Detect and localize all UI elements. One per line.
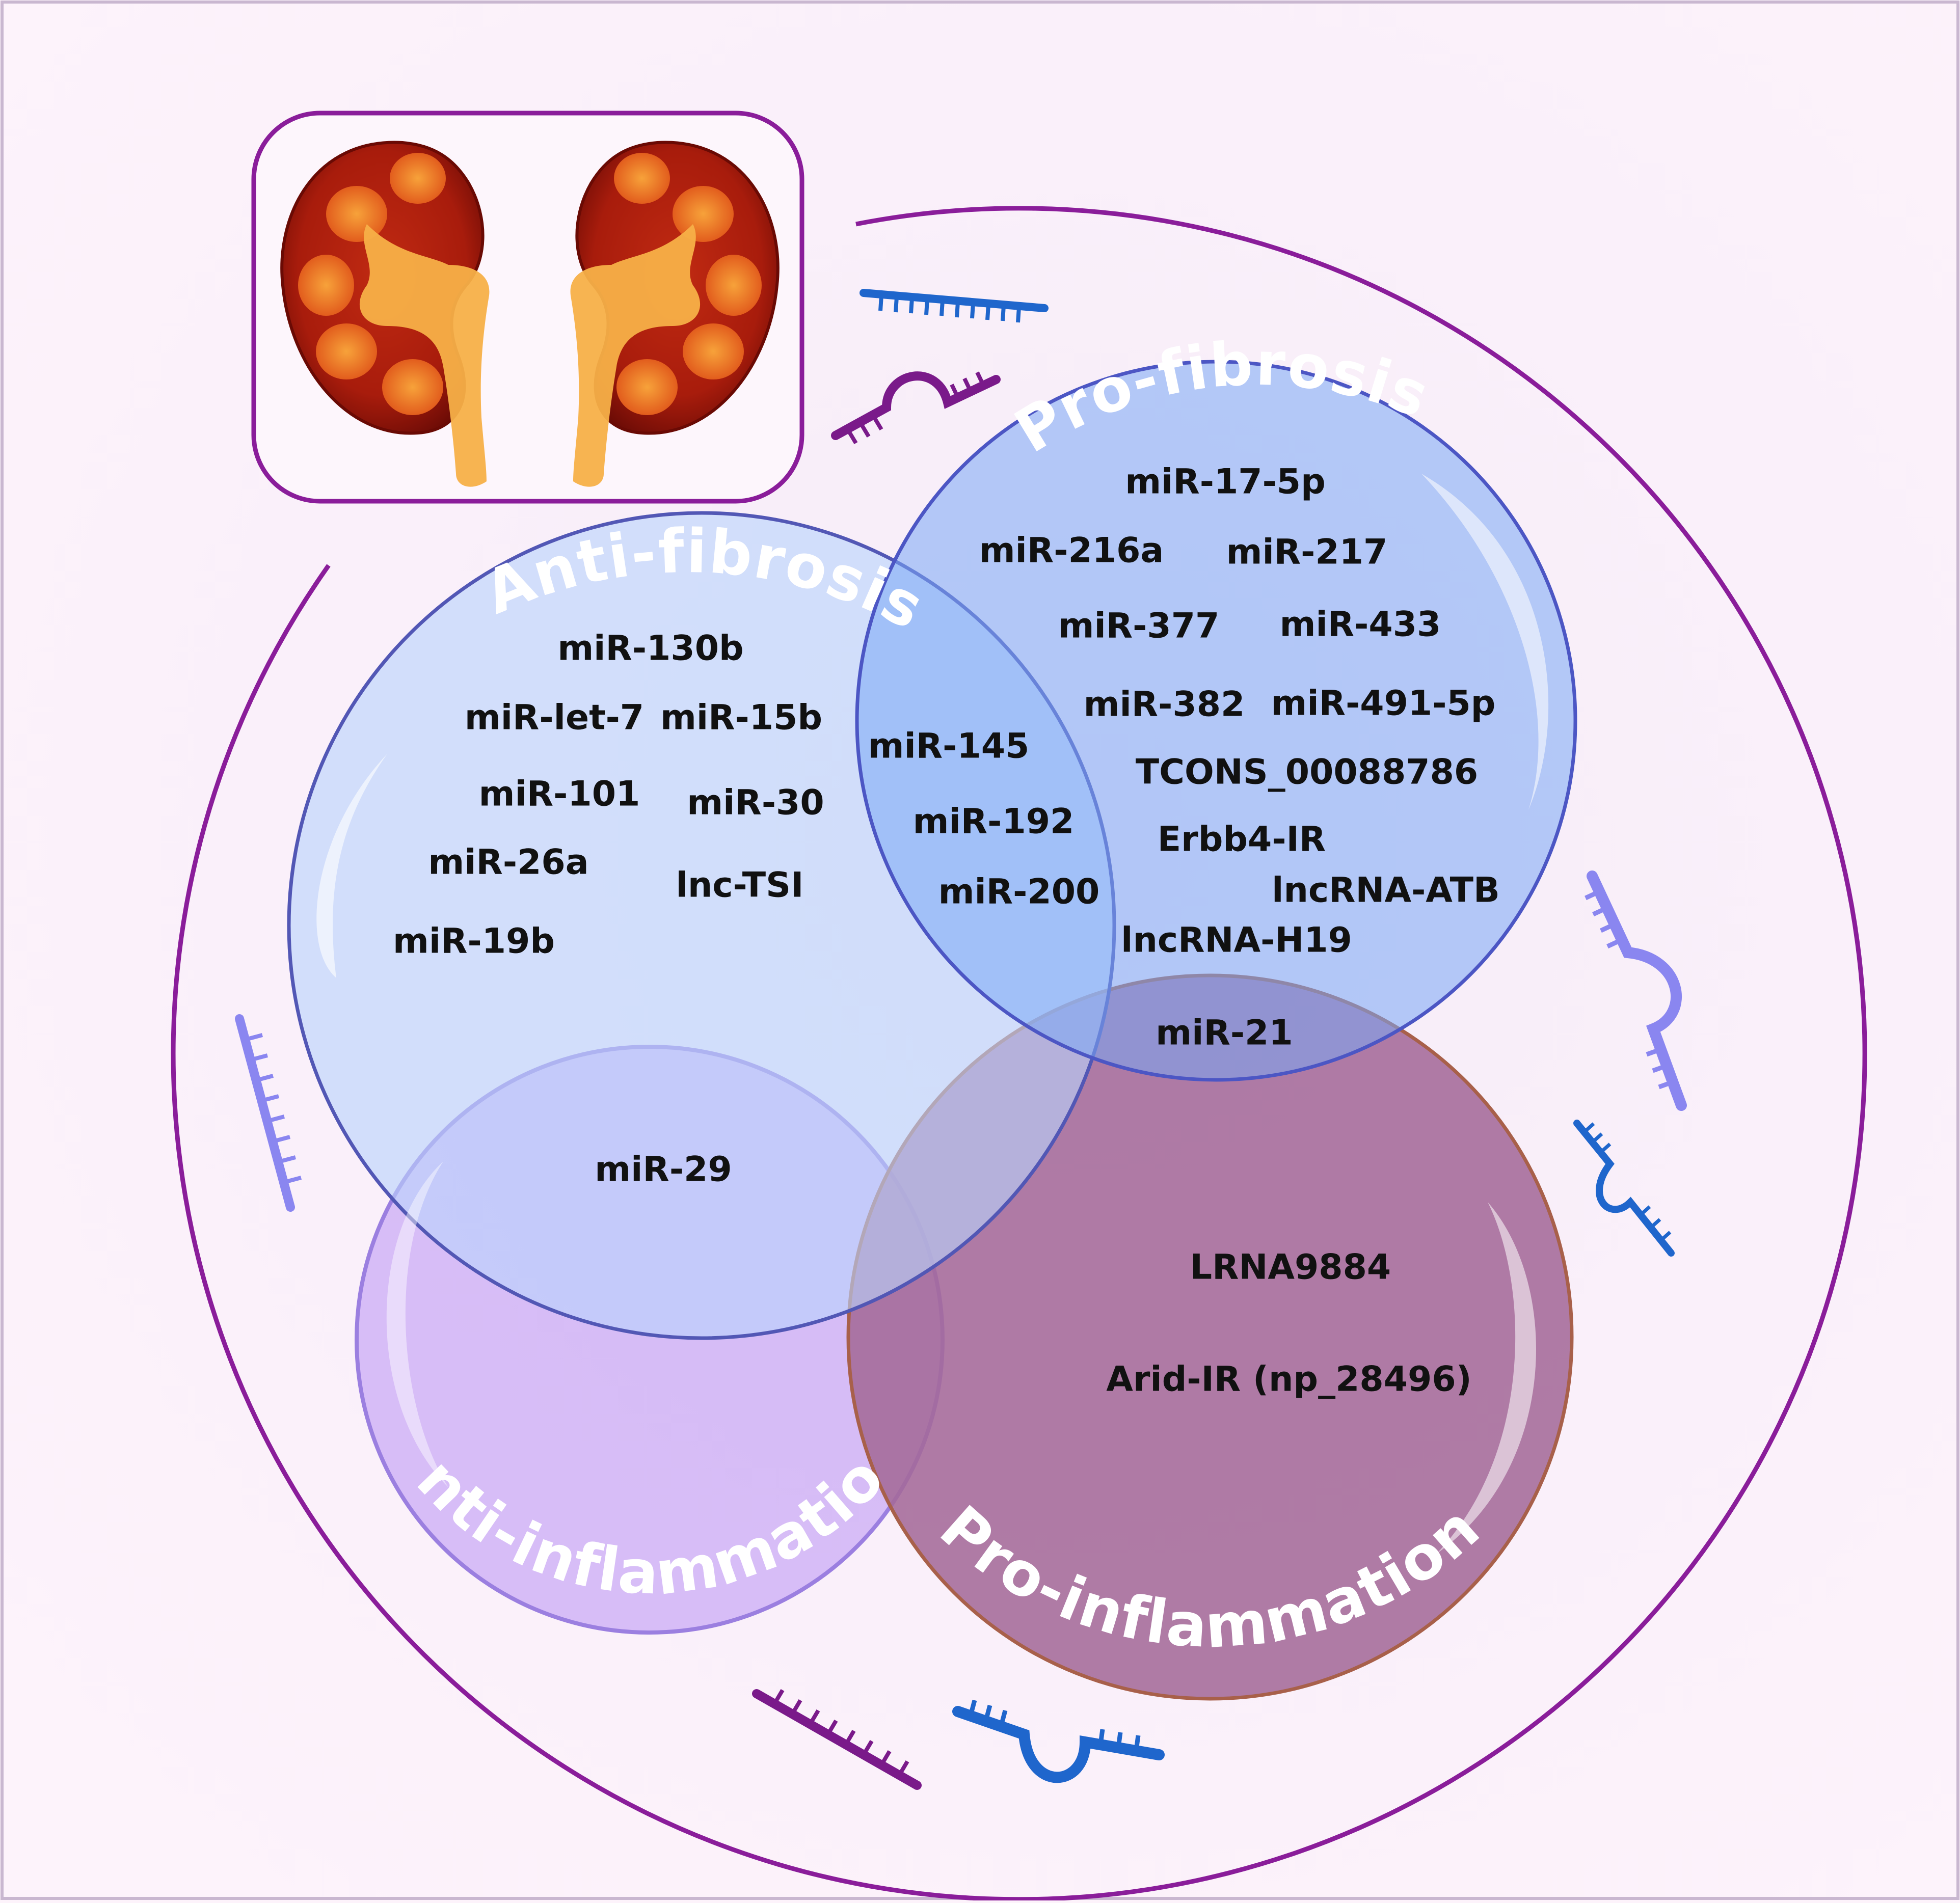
rna-hairpin-icon <box>952 1699 1165 1783</box>
anti-inflammation-highlight <box>386 1161 448 1487</box>
left-kidney-icon <box>280 141 490 487</box>
pro-fibrosis-highlight <box>1421 474 1549 810</box>
kidney-pair-icon <box>251 111 804 504</box>
cell-outline-arc <box>171 206 1867 1902</box>
rna-label: miR-let-7 <box>465 698 644 738</box>
rna-label: miR-15b <box>660 698 822 738</box>
rna-label: miR-200 <box>938 872 1100 912</box>
right-kidney-icon <box>570 141 780 487</box>
rna-label: lncRNA-H19 <box>1121 920 1352 961</box>
rna-label: lncRNA-ATB <box>1272 871 1500 911</box>
rna-label: miR-217 <box>1226 532 1388 573</box>
rna-strand-icon <box>752 1689 922 1790</box>
anti-fibrosis-highlight <box>316 754 387 978</box>
rna-label: miR-192 <box>913 802 1075 842</box>
rna-label: miR-26a <box>428 842 588 883</box>
rna-label: miR-216a <box>979 531 1164 571</box>
rna-strand-icon <box>860 289 1049 323</box>
rna-label: miR-21 <box>1156 1013 1293 1053</box>
rna-label: Arid-IR (np_28496) <box>1106 1360 1472 1400</box>
rna-label: miR-19b <box>393 921 555 962</box>
rna-strand-icon <box>235 1014 302 1212</box>
rna-label: miR-382 <box>1084 685 1245 725</box>
rna-label: Erbb4-IR <box>1158 820 1326 860</box>
rna-label: miR-377 <box>1058 606 1220 646</box>
rna-label: miR-17-5p <box>1125 462 1326 502</box>
rna-label: miR-491-5p <box>1271 684 1496 724</box>
pro-inflammation-highlight <box>1437 1202 1536 1554</box>
rna-hairpin-icon <box>1573 1120 1675 1257</box>
rna-label: miR-29 <box>595 1150 732 1190</box>
pro-fibrosis-circle <box>855 360 1577 1082</box>
rna-label: miR-145 <box>868 726 1030 767</box>
rna-label: miR-433 <box>1280 605 1441 645</box>
rna-label: lnc-TSI <box>676 865 804 906</box>
rna-label: miR-130b <box>557 629 743 669</box>
rna-label: miR-101 <box>479 774 640 814</box>
rna-hairpin-icon <box>1585 871 1687 1111</box>
rna-label: miR-30 <box>687 783 824 823</box>
rna-label: LRNA9884 <box>1190 1247 1391 1288</box>
rna-hairpin-icon <box>831 371 1001 445</box>
rna-label: TCONS_00088786 <box>1136 752 1479 793</box>
